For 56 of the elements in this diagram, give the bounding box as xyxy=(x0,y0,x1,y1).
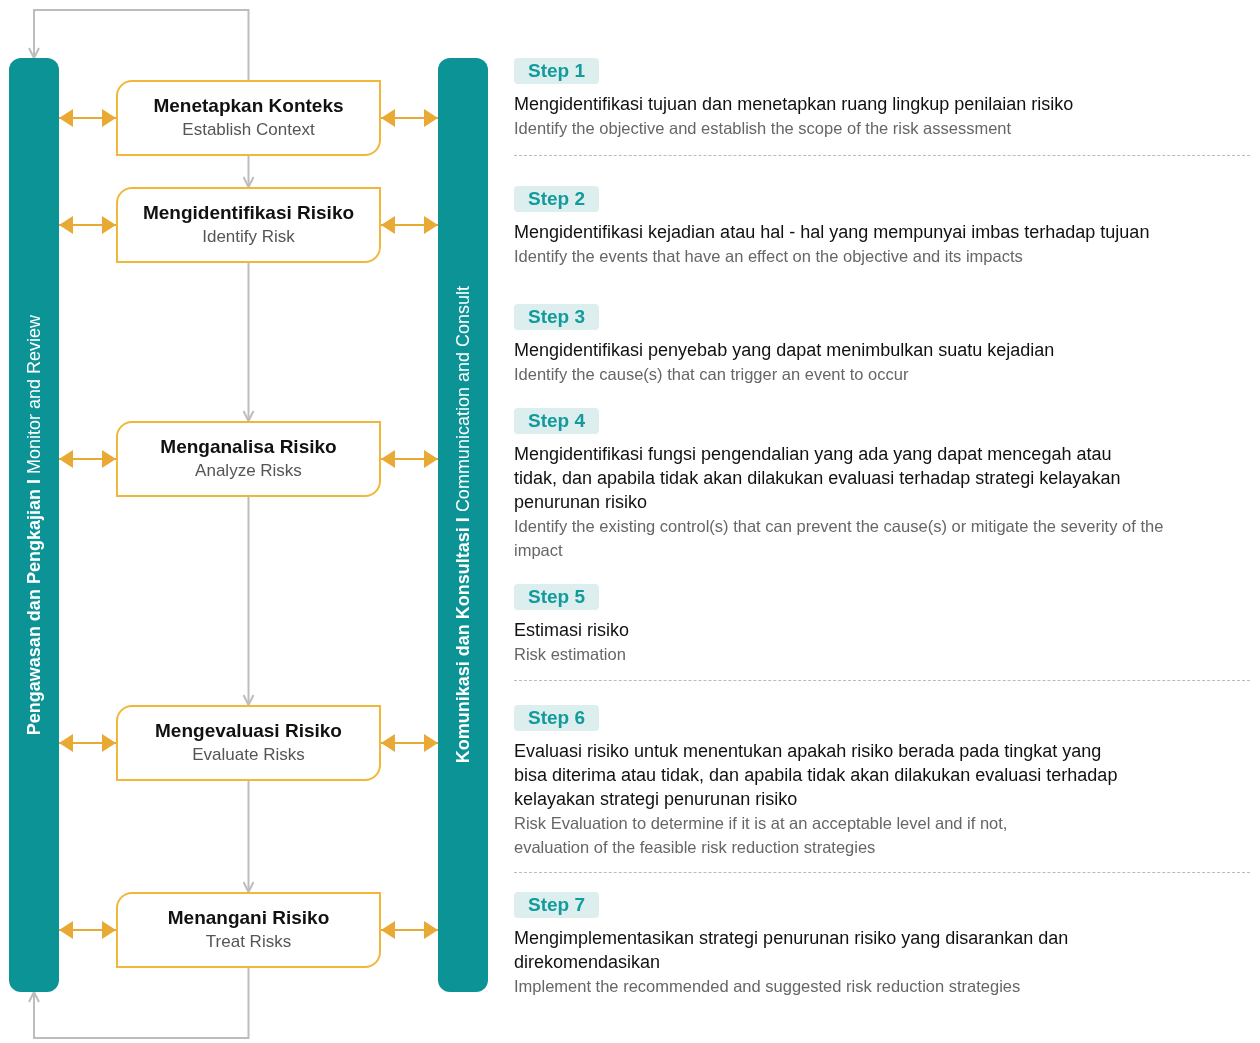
double-arrow xyxy=(380,921,439,939)
step-translation: Identify the events that have an effect on the objective and its impacts xyxy=(514,246,1024,267)
step-badge: Step 7 xyxy=(514,892,600,918)
side-band xyxy=(9,58,59,992)
arrow xyxy=(242,780,255,893)
double-arrow xyxy=(58,921,117,939)
band-label: Pengawasan dan Pengkajian I Monitor and Review xyxy=(23,314,45,736)
step-description: Mengimplementasikan strategi penurunan risiko yang disarankan dan direkomendasikan xyxy=(514,927,1070,974)
process-box xyxy=(116,421,381,497)
step-description: Mengidentifikasi tujuan dan menetapkan ruang lingkup penilaian risiko xyxy=(514,93,1075,116)
process-box xyxy=(116,705,381,781)
double-arrow xyxy=(380,450,439,468)
step-translation: Identify the existing control(s) that can prevent the cause(s) or mitigate the severity of the impact xyxy=(514,516,1165,561)
step-description: Mengidentifikasi penyebab yang dapat menimbulkan suatu kejadian xyxy=(514,339,1056,362)
arrow xyxy=(242,262,255,422)
double-arrow xyxy=(58,109,117,127)
box-subtitle: Establish Context xyxy=(182,119,315,141)
double-arrow xyxy=(380,109,439,127)
step-description: Mengidentifikasi fungsi pengendalian yang ada yang dapat mencegah atau tidak, dan apabila tidak akan dilakukan evaluasi terhadap strategi kelayakan penurunan risiko xyxy=(514,443,1122,514)
double-arrow xyxy=(58,450,117,468)
box-title: Menangani Risiko xyxy=(167,906,330,930)
side-band xyxy=(438,58,488,992)
box-subtitle: Treat Risks xyxy=(205,931,292,953)
double-arrow xyxy=(380,216,439,234)
step-badge: Step 6 xyxy=(514,705,600,731)
step-translation: Risk estimation xyxy=(514,644,627,665)
step-badge: Step 3 xyxy=(514,304,600,330)
box-subtitle: Evaluate Risks xyxy=(192,744,305,766)
box-subtitle: Analyze Risks xyxy=(195,460,302,482)
box-title: Menetapkan Konteks xyxy=(153,94,344,118)
box-subtitle: Identify Risk xyxy=(202,226,295,248)
step-badge: Step 2 xyxy=(514,186,600,212)
arrow xyxy=(28,9,250,81)
process-box xyxy=(116,892,381,968)
step-badge: Step 5 xyxy=(514,584,600,610)
step-description: Evaluasi risiko untuk menentukan apakah risiko berada pada tingkat yang bisa diterima atau tidak, dan apabila tidak akan dilakukan evaluasi terhadap kelayakan strategi penurunan risiko xyxy=(514,740,1119,811)
step-translation: Identify the cause(s) that can trigger an event to occur xyxy=(514,364,910,385)
arrow xyxy=(242,496,255,706)
step-translation: Identify the objective and establish the scope of the risk assessment xyxy=(514,118,1013,139)
process-box xyxy=(116,80,381,156)
double-arrow xyxy=(380,734,439,752)
step-badge: Step 1 xyxy=(514,58,600,84)
process-box xyxy=(116,187,381,263)
arrow xyxy=(242,155,255,188)
arrow xyxy=(28,967,250,1039)
double-arrow xyxy=(58,216,117,234)
box-title: Menganalisa Risiko xyxy=(160,435,337,459)
step-translation: Implement the recommended and suggested risk reduction strategies xyxy=(514,976,1022,997)
step-description: Mengidentifikasi kejadian atau hal - hal yang mempunyai imbas terhadap tujuan xyxy=(514,221,1151,244)
box-title: Mengidentifikasi Risiko xyxy=(142,201,355,225)
band-label: Komunikasi dan Konsultasi I Communication and Consult xyxy=(452,286,474,764)
step-translation: Risk Evaluation to determine if it is at an acceptable level and if not, evaluation of the feasible risk reduction strategies xyxy=(514,813,1009,858)
double-arrow xyxy=(58,734,117,752)
box-title: Mengevaluasi Risiko xyxy=(155,719,342,743)
step-badge: Step 4 xyxy=(514,408,600,434)
step-description: Estimasi risiko xyxy=(514,619,630,642)
